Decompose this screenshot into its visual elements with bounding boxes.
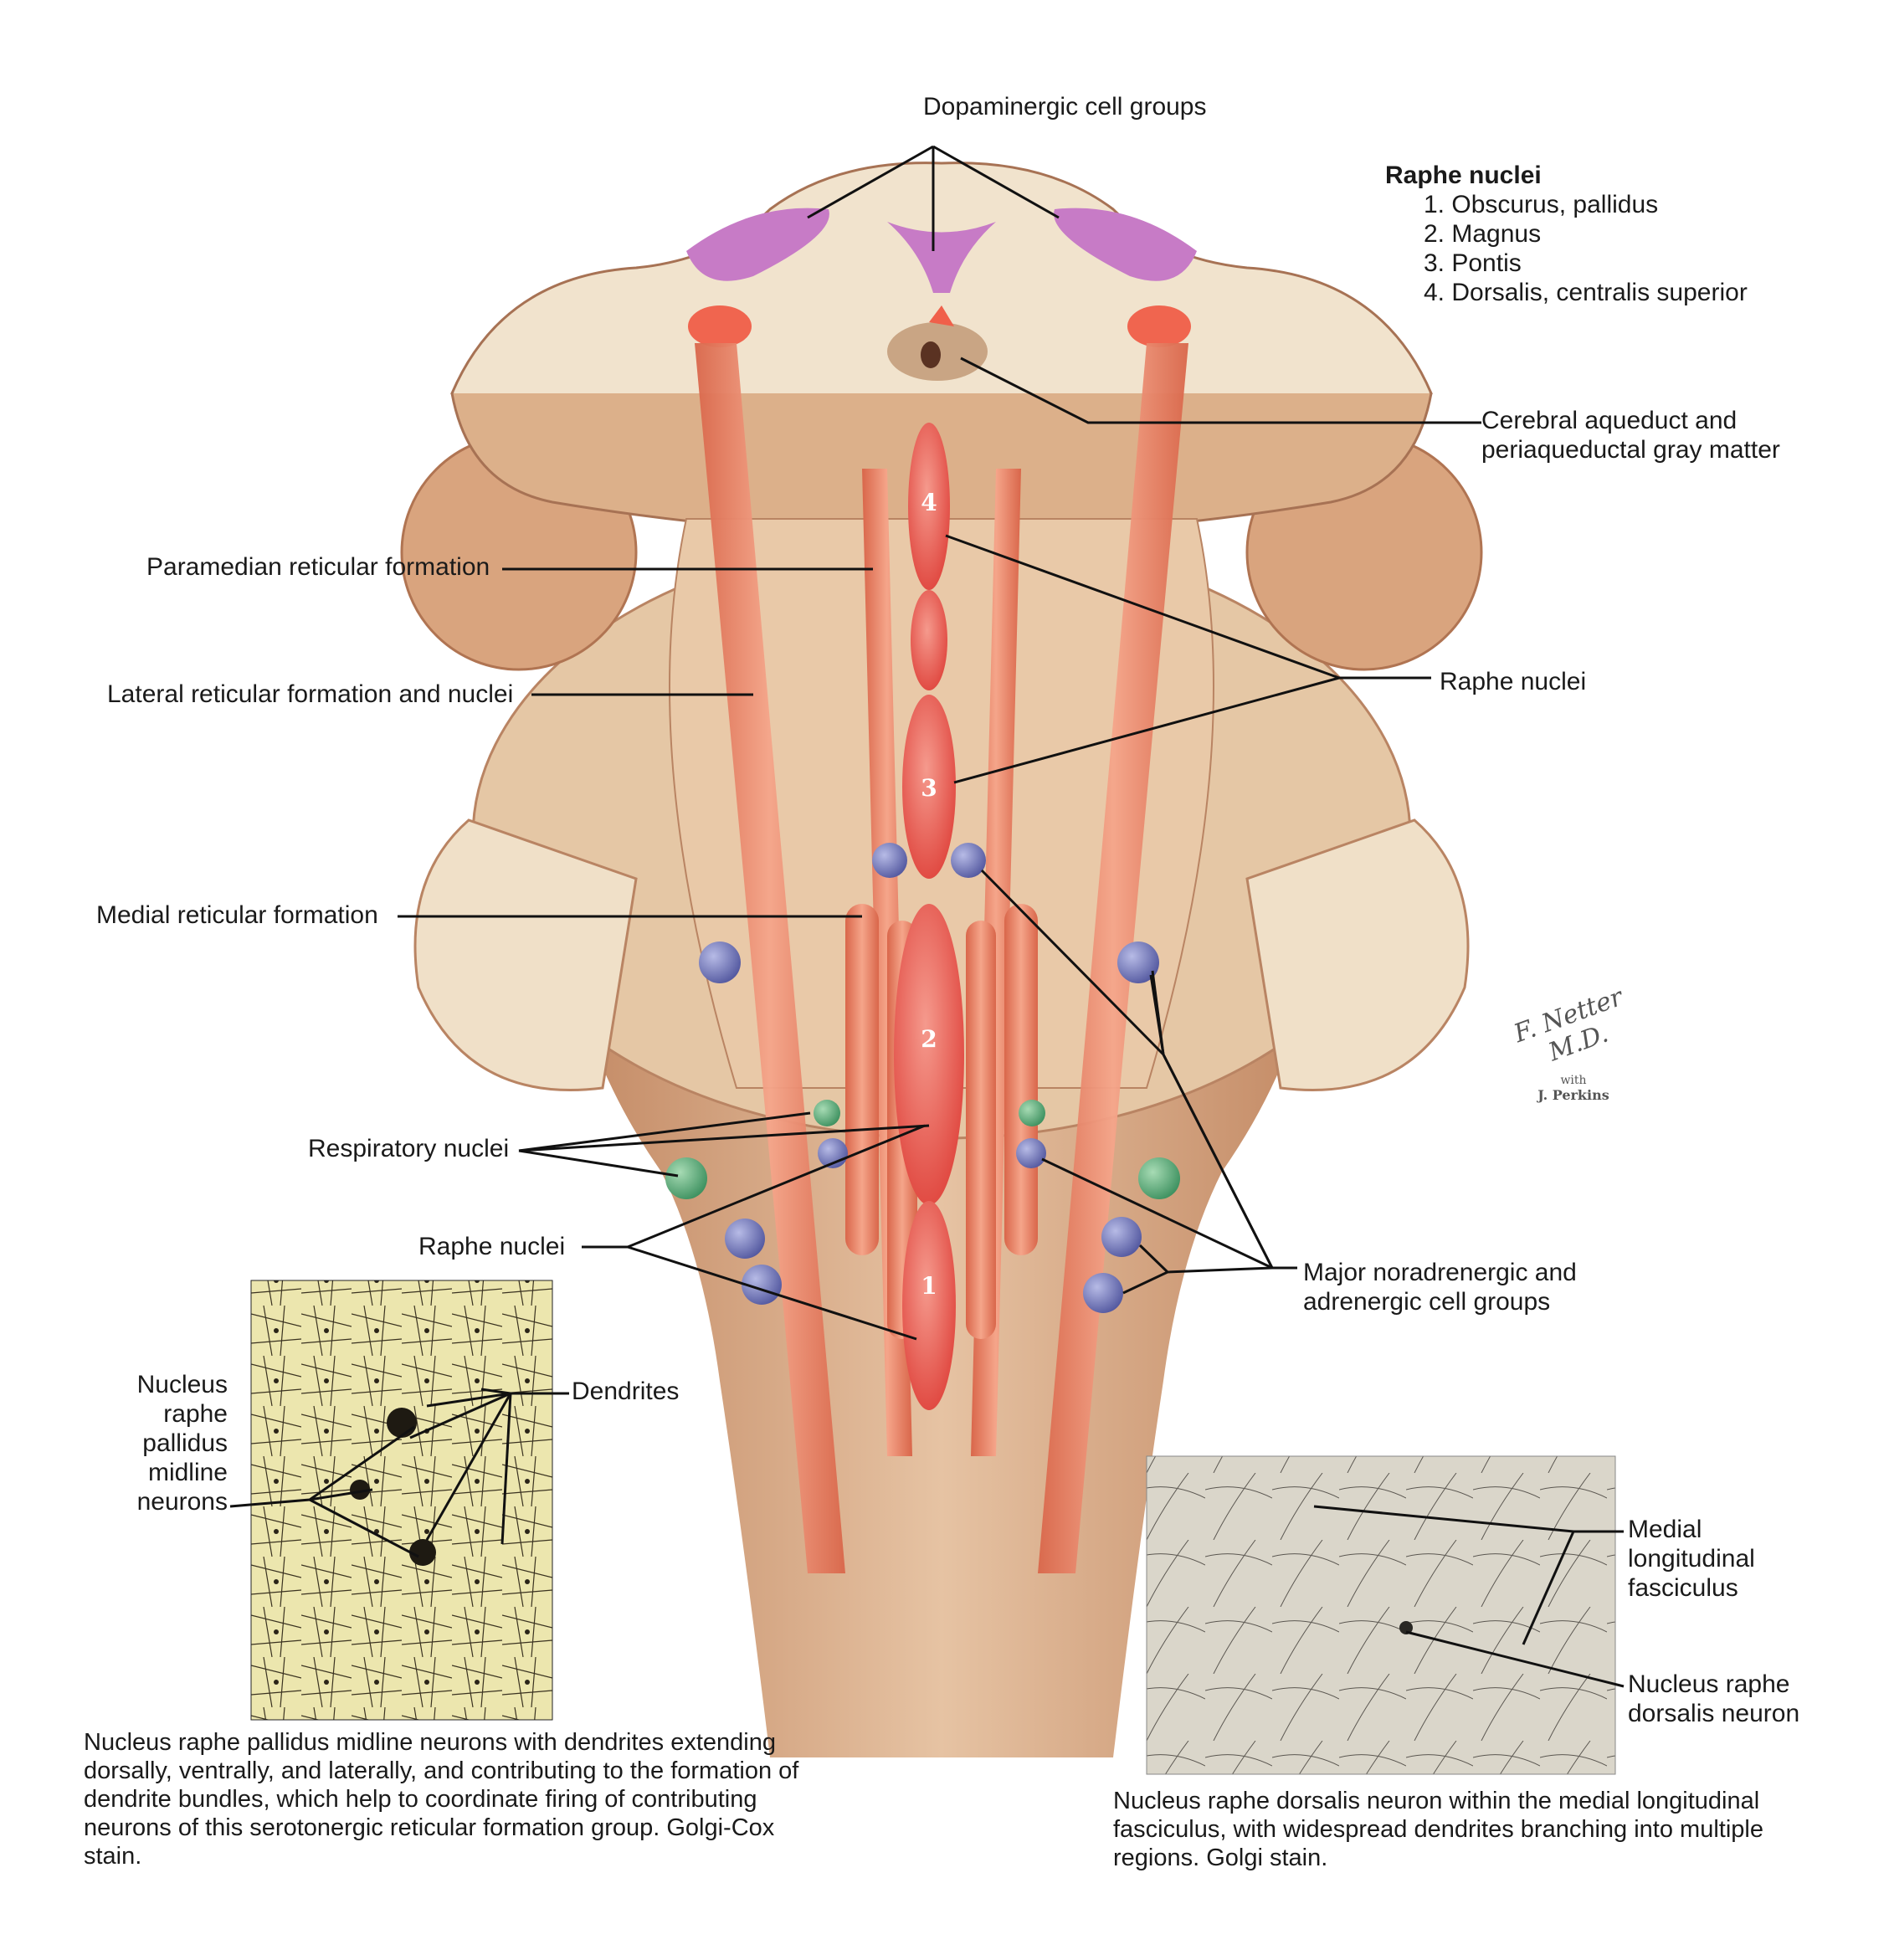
label-paramedian: Paramedian reticular formation (146, 553, 490, 581)
respiratory-2 (1019, 1100, 1045, 1126)
left-peduncle (413, 818, 638, 1091)
lateral-tube-right (1038, 343, 1188, 1573)
lateral-tube-left (695, 343, 845, 1573)
label-dopaminergic: Dopaminergic cell groups (923, 93, 1207, 121)
legend-item: 1. Obscurus, pallidus (1424, 191, 1659, 218)
dopaminergic-right (1054, 208, 1197, 281)
legend-item: 2. Magnus (1424, 220, 1542, 248)
label-raphe-left: Raphe nuclei (418, 1233, 566, 1260)
label-aqueduct-line2: periaqueductal gray matter (1481, 436, 1780, 464)
label-respiratory: Respiratory nuclei (308, 1135, 510, 1162)
noradrenergic-6 (1016, 1138, 1046, 1168)
label-noradrenergic: Major noradrenergic and adrenergic cell … (1303, 1258, 1577, 1316)
noradrenergic-7 (725, 1219, 765, 1259)
label-mlf: Medial longitudinal fasciculus (1628, 1515, 1755, 1603)
legend-item: 3. Pontis (1424, 249, 1522, 277)
label-lateral: Lateral reticular formation and nuclei (107, 680, 514, 708)
noradrenergic-3 (699, 942, 741, 983)
caption-left: Nucleus raphe pallidus midline neurons w… (84, 1729, 799, 1870)
label-dendrites: Dendrites (572, 1378, 680, 1405)
raphe-number-1: 1 (921, 1272, 937, 1300)
raphe-number-3: 3 (921, 774, 937, 802)
label-nrd-line: dorsalis neuron (1628, 1700, 1800, 1727)
raphe-3 (902, 695, 956, 879)
label-noradrenergic-line2: adrenergic cell groups (1303, 1288, 1551, 1316)
caption-right: Nucleus raphe dorsalis neuron within the… (1113, 1788, 1763, 1871)
label-nrp-line: pallidus (142, 1429, 228, 1457)
respiratory-1 (814, 1100, 840, 1126)
raphe-number-2: 2 (921, 1025, 937, 1053)
signature: F. Netter M.D. with J. Perkins (1498, 983, 1649, 1103)
legend-item: 4. Dorsalis, centralis superior (1424, 279, 1748, 306)
label-mlf-line: Medial (1628, 1516, 1702, 1543)
raphe-2 (894, 904, 964, 1205)
raphe-number-4: 4 (921, 489, 937, 516)
micrograph-right (1146, 1455, 1616, 1775)
raphe-legend: Raphe nuclei 1. Obscurus, pallidus 2. Ma… (1385, 161, 1748, 307)
raphe-1 (902, 1201, 956, 1410)
dopaminergic-left (686, 208, 829, 281)
respiratory-3 (665, 1157, 707, 1199)
raphe-4 (908, 423, 950, 590)
noradrenergic-10 (1083, 1273, 1123, 1313)
dopaminergic-mid (887, 222, 996, 293)
label-nrp-line: neurons (136, 1488, 228, 1516)
right-peduncle (1245, 818, 1470, 1091)
label-mlf-line: longitudinal (1628, 1545, 1755, 1573)
label-nrp-line: raphe (163, 1400, 228, 1428)
label-mlf-line: fasciculus (1628, 1574, 1738, 1602)
label-medial: Medial reticular formation (96, 901, 378, 929)
label-aqueduct-line1: Cerebral aqueduct and (1481, 407, 1738, 434)
label-nrd-neuron: Nucleus raphe dorsalis neuron (1628, 1670, 1799, 1728)
noradrenergic-8 (1101, 1217, 1142, 1257)
signature-coauthor: J. Perkins (1537, 1087, 1609, 1103)
label-nrp-line: midline (147, 1459, 228, 1486)
label-nucleus-raphe-pallidus: Nucleus raphe pallidus midline neurons (137, 1370, 228, 1516)
label-nrp-line: Nucleus (136, 1371, 228, 1398)
label-noradrenergic-line1: Major noradrenergic and (1303, 1259, 1577, 1286)
noradrenergic-2 (951, 843, 986, 878)
noradrenergic-1 (872, 843, 907, 878)
signature-with: with (1560, 1074, 1587, 1087)
legend-title: Raphe nuclei (1385, 162, 1542, 189)
cerebral-aqueduct (921, 341, 941, 368)
label-raphe-right: Raphe nuclei (1440, 668, 1587, 695)
label-nrd-line: Nucleus raphe (1628, 1670, 1790, 1698)
label-aqueduct: Cerebral aqueduct and periaqueductal gra… (1481, 406, 1780, 464)
respiratory-4 (1138, 1157, 1180, 1199)
noradrenergic-4 (1117, 942, 1159, 983)
noradrenergic-9 (742, 1265, 782, 1305)
